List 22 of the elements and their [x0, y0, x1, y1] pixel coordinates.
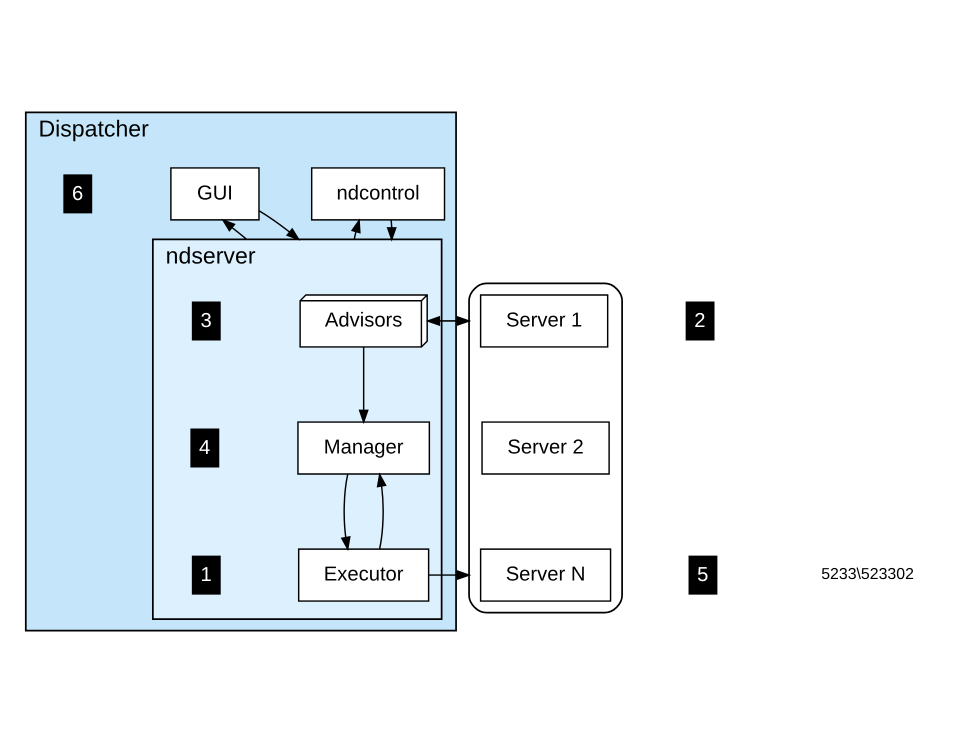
node-box: Manager: [297, 420, 430, 474]
node-box: Server 1: [480, 294, 608, 348]
label: 2: [694, 310, 706, 332]
node-box: GUI: [170, 166, 260, 220]
arrow: [258, 210, 300, 240]
label: 3: [200, 310, 212, 332]
cluster: [468, 282, 623, 613]
label: 5233\523302: [821, 566, 914, 583]
node-box: Server 2: [481, 420, 610, 474]
label: 4: [199, 436, 210, 459]
arrow: [340, 474, 351, 551]
arrow: [429, 570, 472, 580]
arrow: [376, 472, 387, 549]
arrow: [358, 347, 369, 424]
arrow: [350, 218, 361, 240]
label: 5: [697, 564, 708, 586]
label: 1: [200, 564, 212, 586]
label: 6: [72, 182, 84, 204]
node-box: Executor: [298, 548, 430, 602]
node-box: ndcontrol: [310, 166, 446, 220]
arrow: [221, 218, 248, 240]
node-box: Server N: [480, 548, 612, 602]
